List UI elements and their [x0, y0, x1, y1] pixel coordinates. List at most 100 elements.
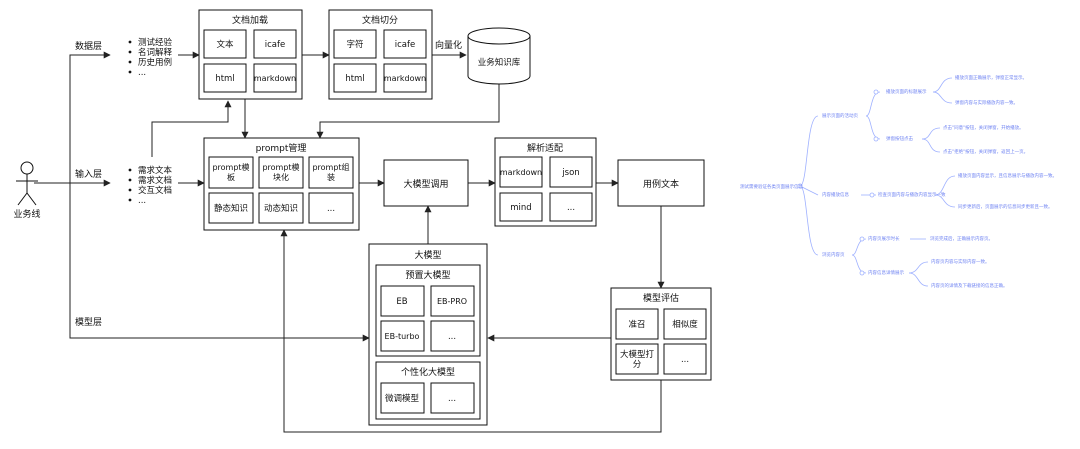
- eval-cell: [615, 308, 659, 340]
- parse-cell: [549, 192, 593, 222]
- eval-cell-label: 相似度: [672, 319, 698, 330]
- llm-box: 大模型 预置大模型 EB EB-PRO EB-turbo ... 个性化大模型 …: [368, 243, 488, 426]
- llm-call-label: 大模型调用: [403, 178, 448, 190]
- mindmap-node: 同步更新后，页面展示的信息同步更新且一致。: [958, 203, 1053, 210]
- mindmap-root: 测试需要验证各类页面展示信息: [740, 183, 803, 190]
- mindmap-node: 检查页面内容与播放内容显示一致: [878, 191, 946, 198]
- model-evaluation-box: 模型评估 准召 相似度 大模型打分 ...: [610, 287, 712, 381]
- mindmap-node: 点击"拒绝"按钮，关闭弹窗，返回上一页。: [943, 148, 1028, 155]
- prompt-cell: [308, 192, 354, 224]
- mindmap-node: 内容页内容与实际内容一致。: [931, 258, 990, 265]
- connectors: [34, 51, 665, 433]
- prompt-cell-label: prompt模块化: [262, 162, 299, 182]
- knowledge-base-label: 业务知识库: [478, 57, 521, 68]
- actor-business-line: 业务线: [13, 161, 41, 220]
- prompt-title: prompt管理: [256, 142, 307, 154]
- preset-llm-cell: [430, 285, 475, 317]
- knowledge-base-cylinder: 业务知识库: [467, 27, 531, 85]
- prompt-cell: [258, 156, 304, 189]
- doc-split-box: 文档切分 字符 icafe html markdown: [328, 9, 433, 100]
- custom-llm-title: 个性化大模型: [401, 366, 455, 378]
- mindmap-node: 点击"同意"按钮，关闭弹窗，开始播放。: [943, 124, 1024, 131]
- doc-split-cell: [383, 29, 427, 59]
- doc-load-cell-label: markdown: [254, 74, 296, 83]
- custom-llm-cell-label: ...: [448, 394, 456, 404]
- layer-label-data: 数据层: [75, 40, 102, 52]
- input-item: ...: [138, 196, 146, 206]
- doc-load-cell-label: 文本: [216, 39, 234, 50]
- prompt-cell-label: prompt模板: [212, 162, 249, 182]
- input-item-list: 需求文本 需求文档 交互文档 ...: [128, 165, 173, 206]
- custom-llm-cell: [430, 382, 475, 414]
- preset-llm-cell-label: ...: [448, 332, 456, 342]
- doc-split-cell-label: icafe: [395, 40, 415, 50]
- mindmap-node: 展示页面的活动页: [822, 112, 858, 119]
- preset-llm-cell-label: EB-turbo: [385, 332, 420, 341]
- doc-split-cell-label: markdown: [384, 74, 426, 83]
- mindmap-node: 内容信息详情展示: [868, 269, 904, 276]
- mindmap-node: 内容页展示时长: [868, 235, 900, 242]
- eval-title: 模型评估: [643, 292, 679, 304]
- mindmap-node: 弹窗内容与实际播放内容一致。: [955, 99, 1018, 106]
- doc-load-cell-label: html: [215, 74, 234, 84]
- preset-llm-cell-label: EB-PRO: [437, 297, 467, 306]
- layer-label-input: 输入层: [75, 168, 102, 180]
- eval-cell-label: ...: [681, 355, 689, 365]
- mindmap-node: 内容播放信息: [822, 191, 849, 198]
- prompt-cell-label: 动态知识: [264, 203, 298, 214]
- case-text-box: 用例文本: [617, 159, 705, 207]
- preset-llm-cell-label: EB: [396, 297, 407, 307]
- layer-label-model: 模型层: [75, 317, 102, 328]
- prompt-cell-label: prompt组装: [312, 162, 349, 182]
- data-item-list: 测试经验 名词解释 历史用例 ...: [128, 37, 173, 78]
- eval-cell: [615, 343, 659, 375]
- prompt-management-box: prompt管理 prompt模板 prompt模块化 prompt组装 静态知…: [203, 137, 360, 231]
- input-item: 需求文档: [138, 175, 172, 186]
- doc-split-cell-label: html: [345, 74, 364, 84]
- doc-load-cell: [203, 63, 247, 93]
- custom-llm-cell: [380, 382, 425, 414]
- prompt-cell: [308, 156, 354, 189]
- doc-split-cell: [333, 63, 377, 93]
- doc-load-cell-label: icafe: [265, 40, 285, 50]
- parse-cell-label: ...: [567, 203, 575, 213]
- mindmap-node: 播放页面正确展示，弹窗正常显示。: [955, 74, 1027, 81]
- preset-llm-title: 预置大模型: [405, 269, 450, 281]
- vectorize-label: 向量化: [435, 39, 462, 51]
- parse-cell: [499, 192, 543, 222]
- parse-cell-label: mind: [510, 203, 531, 213]
- eval-cell: [663, 308, 707, 340]
- prompt-cell-label: 静态知识: [214, 203, 248, 214]
- doc-split-cell: [383, 63, 427, 93]
- prompt-cell: [208, 156, 254, 189]
- doc-load-title: 文档加载: [232, 14, 268, 26]
- data-item: 名词解释: [138, 47, 173, 58]
- input-item: 交互文档: [138, 185, 172, 196]
- mindmap-node: 播放页面内容显示，且信息展示与播放内容一致。: [958, 172, 1057, 179]
- preset-llm-cell: [380, 320, 425, 352]
- data-item: 历史用例: [138, 57, 172, 68]
- parse-adapter-box: 解析适配 markdown json mind ...: [494, 137, 597, 227]
- doc-split-cell: [333, 29, 377, 59]
- doc-split-title: 文档切分: [362, 14, 398, 26]
- parse-cell: [499, 156, 543, 188]
- prompt-cell: [208, 192, 254, 224]
- parse-title: 解析适配: [527, 142, 563, 154]
- doc-load-cell: [253, 29, 297, 59]
- mindmap-node: 播放页面的标题展示: [886, 88, 927, 95]
- eval-cell: [663, 343, 707, 375]
- data-item: 测试经验: [138, 37, 173, 48]
- doc-load-cell: [203, 29, 247, 59]
- mindmap-node: 浏览内容页: [822, 251, 845, 258]
- doc-split-cell-label: 字符: [346, 39, 363, 50]
- llm-call-box: 大模型调用: [383, 159, 469, 207]
- input-item: 需求文本: [138, 165, 173, 176]
- preset-llm-cell: [430, 320, 475, 352]
- case-text-label: 用例文本: [643, 178, 679, 190]
- prompt-cell-label: ...: [327, 204, 335, 214]
- doc-load-box: 文档加载 文本 icafe html markdown: [198, 9, 303, 100]
- eval-cell-label: 准召: [628, 319, 645, 330]
- parse-cell-label: markdown: [500, 168, 542, 177]
- prompt-cell: [258, 192, 304, 224]
